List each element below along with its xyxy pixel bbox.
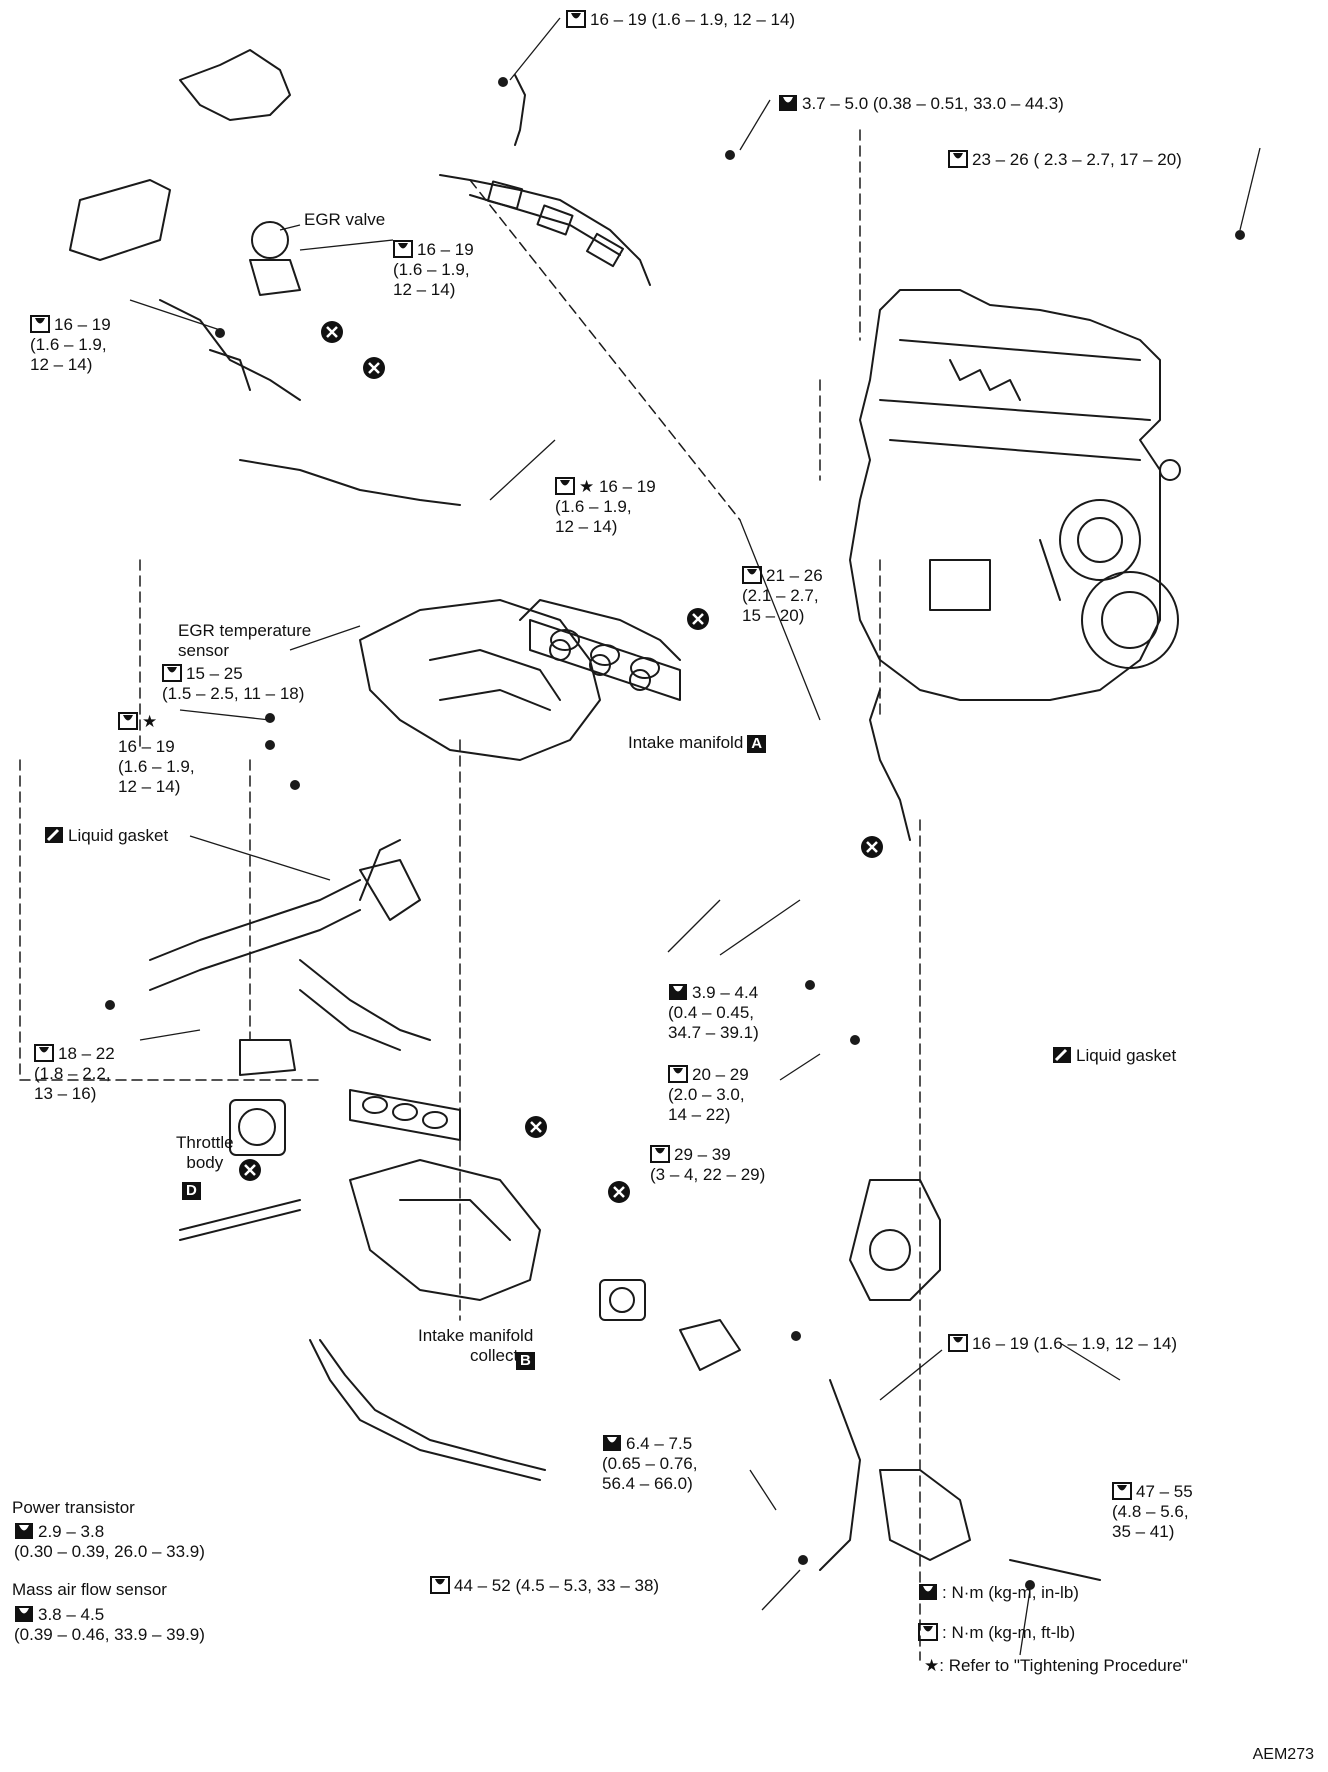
torque-wrench-ft-icon	[948, 150, 968, 168]
torque-wrench-ft-icon	[162, 664, 182, 682]
torque-wrench-in-icon	[14, 1522, 34, 1540]
intake-collector-label: Intake manifold collector	[418, 1326, 534, 1365]
lower-hose-drawing	[309, 1339, 546, 1481]
reference-dash-lines	[19, 129, 921, 1661]
torque-wrench-ft-icon	[393, 240, 413, 258]
replace-marker	[860, 835, 884, 859]
intake-collector-ref: B	[512, 1350, 535, 1370]
torque-wrench-ft-icon	[34, 1044, 54, 1062]
torque-wrench-ft-icon	[566, 10, 586, 28]
torque-wrench-ft-icon	[30, 315, 50, 333]
torque-top: 16 – 19 (1.6 – 1.9, 12 – 14)	[566, 10, 795, 30]
throttle-body-drawing	[229, 1039, 296, 1156]
figure-reference: AEM273	[1252, 1746, 1314, 1763]
throttle-body-ref: D	[178, 1180, 201, 1200]
legend-in-lb: : N·m (kg-m, in-lb)	[918, 1583, 1079, 1603]
intake-manifold-drawing	[359, 599, 681, 761]
egr-assembly	[69, 49, 461, 506]
egr-tube	[869, 689, 911, 841]
torque-6-4: 6.4 – 7.5 (0.65 – 0.76, 56.4 – 66.0)	[602, 1434, 698, 1493]
torque-wrench-in-icon	[778, 94, 798, 112]
maf-sensor-label: Mass air flow sensor	[12, 1580, 167, 1599]
star-mark: ★	[142, 712, 158, 731]
bolt-markers	[105, 77, 1245, 1590]
liquid-gasket-label-2: Liquid gasket	[1052, 1046, 1176, 1066]
replace-marker	[686, 607, 710, 631]
power-transistor-label: Power transistor	[12, 1498, 135, 1517]
torque-3-8: 3.8 – 4.5 (0.39 – 0.46, 33.9 – 39.9)	[14, 1605, 205, 1644]
torque-wrench-ft-icon	[1112, 1482, 1132, 1500]
ref-box-a: A	[747, 735, 767, 753]
torque-47-55: 47 – 55 (4.8 – 5.6, 35 – 41)	[1112, 1482, 1193, 1541]
torque-wrench-in-icon	[602, 1434, 622, 1452]
iacv-drawing	[599, 1279, 741, 1371]
leader-lines	[129, 17, 1261, 1656]
torque-15-25: 15 – 25 (1.5 – 2.5, 11 – 18)	[162, 664, 305, 703]
torque-23-26: 23 – 26 ( 2.3 – 2.7, 17 – 20)	[948, 150, 1182, 170]
engine-bracket-drawing	[819, 1179, 1101, 1581]
egr-valve-label: EGR valve	[304, 210, 386, 229]
torque-wrench-ft-icon	[918, 1623, 938, 1641]
replace-marker	[524, 1115, 548, 1139]
torque-16-19-b: 16 – 19 (1.6 – 1.9, 12 – 14)	[948, 1334, 1177, 1354]
torque-3-9: 3.9 – 4.4 (0.4 – 0.45, 34.7 – 39.1)	[668, 983, 759, 1042]
liquid-gasket-label-1: Liquid gasket	[44, 826, 168, 846]
ref-box-d: D	[182, 1182, 201, 1200]
liquid-gasket-icon	[44, 826, 64, 844]
torque-29-39: 29 – 39 (3 – 4, 22 – 29)	[650, 1145, 766, 1184]
legend-star: ★: Refer to "Tightening Procedure"	[924, 1656, 1188, 1675]
torque-wrench-ft-icon	[555, 477, 575, 495]
torque-star-2-head: ★	[118, 712, 157, 732]
replace-marker	[320, 320, 344, 344]
torque-wrench-ft-icon	[430, 1576, 450, 1594]
torque-wrench-ft-icon	[668, 1065, 688, 1083]
torque-wrench-ft-icon	[948, 1334, 968, 1352]
ref-box-b: B	[516, 1352, 535, 1370]
torque-44-52: 44 – 52 (4.5 – 5.3, 33 – 38)	[430, 1576, 659, 1596]
liquid-gasket-icon	[1052, 1046, 1072, 1064]
throttle-body-label: Throttle body	[176, 1133, 234, 1172]
torque-star-2: 16 – 19 (1.6 – 1.9, 12 – 14)	[118, 737, 195, 796]
torque-3-7: 3.7 – 5.0 (0.38 – 0.51, 33.0 – 44.3)	[778, 94, 1064, 114]
torque-21-26: 21 – 26 (2.1 – 2.7, 15 – 20)	[742, 566, 823, 625]
intake-collector-drawing	[179, 1159, 541, 1301]
egr-temperature-sensor-label: EGR temperature sensor	[178, 621, 312, 660]
torque-left-1: 16 – 19 (1.6 – 1.9, 12 – 14)	[30, 315, 111, 374]
collector-gasket-drawing	[349, 1089, 461, 1141]
torque-wrench-in-icon	[668, 983, 688, 1001]
manifold-gasket-drawing	[529, 619, 681, 701]
torque-2-9: 2.9 – 3.8 (0.30 – 0.39, 26.0 – 33.9)	[14, 1522, 205, 1561]
torque-star-1: ★ 16 – 19 (1.6 – 1.9, 12 – 14)	[555, 477, 656, 536]
torque-18-22: 18 – 22 (1.8 – 2.2, 13 – 16)	[34, 1044, 115, 1103]
torque-wrench-in-icon	[918, 1583, 938, 1601]
replace-marker	[362, 356, 386, 380]
hose-assembly	[149, 839, 431, 1051]
legend-ft-lb: : N·m (kg-m, ft-lb)	[918, 1623, 1075, 1643]
torque-wrench-ft-icon	[742, 566, 762, 584]
replace-marker	[238, 1158, 262, 1182]
torque-wrench-in-icon	[14, 1605, 34, 1623]
engine-block	[849, 289, 1181, 701]
torque-egr: 16 – 19 (1.6 – 1.9, 12 – 14)	[393, 240, 474, 299]
torque-wrench-ft-icon	[118, 712, 138, 730]
replace-marker	[607, 1180, 631, 1204]
torque-wrench-ft-icon	[650, 1145, 670, 1163]
star-mark: ★	[924, 1656, 940, 1675]
torque-20-29: 20 – 29 (2.0 – 3.0, 14 – 22)	[668, 1065, 749, 1124]
